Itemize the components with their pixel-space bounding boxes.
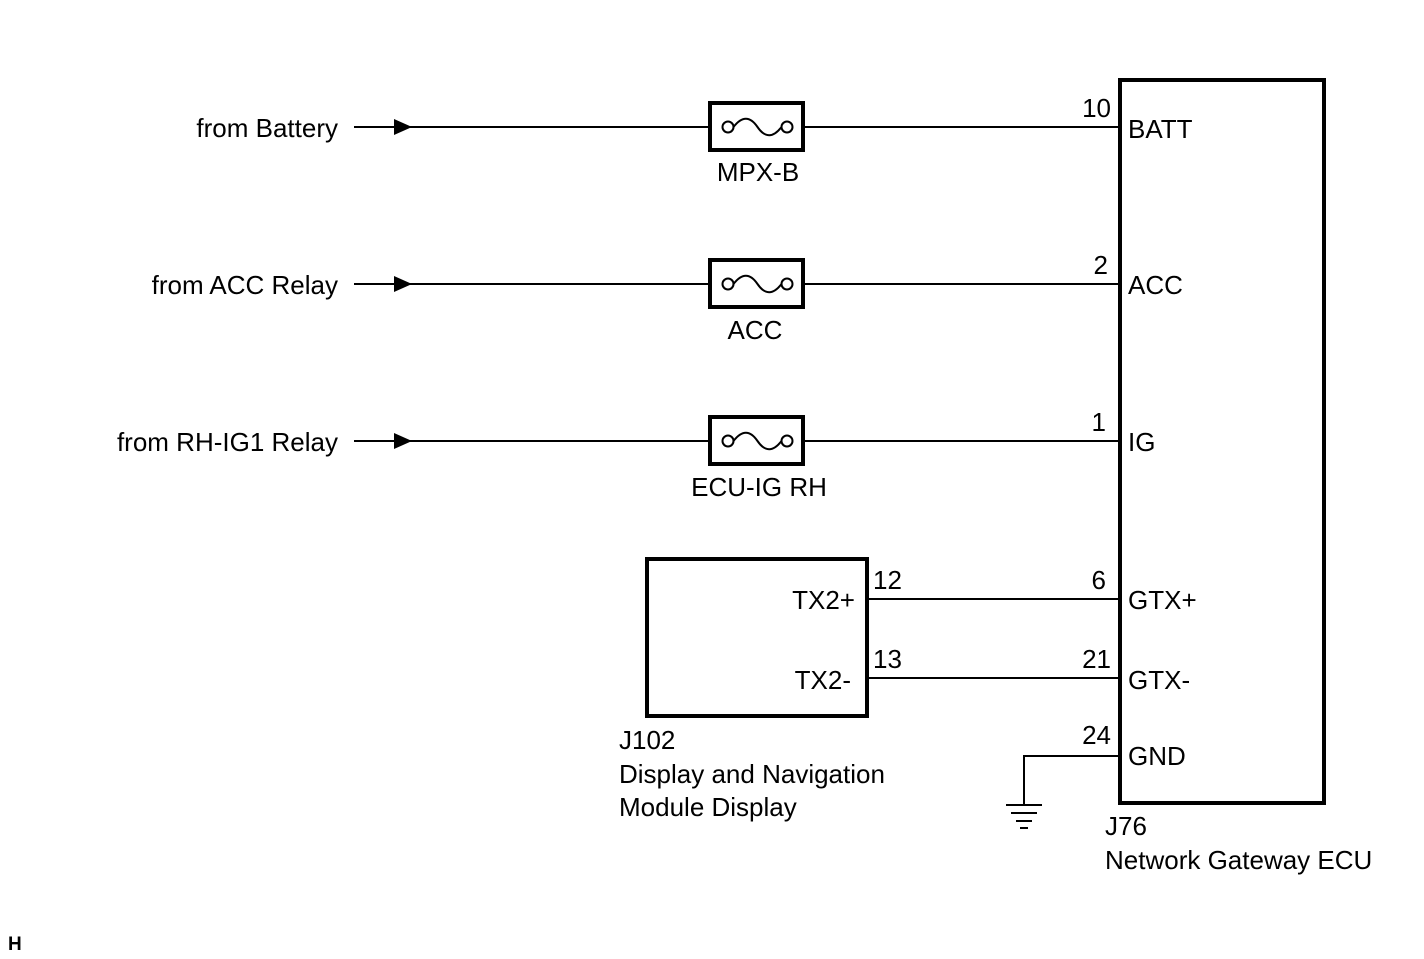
arrow-icon (394, 119, 412, 135)
fuse-terminal-right (780, 120, 794, 134)
fuse-element (732, 431, 783, 451)
ground-connection: 24 GND (1006, 720, 1186, 829)
fuse-terminal-left (721, 434, 735, 448)
fuse-terminal-right (780, 434, 794, 448)
terminal-label: IG (1128, 427, 1155, 457)
pin-number: 24 (1082, 720, 1111, 750)
arrow-icon (394, 276, 412, 292)
terminal-label: ACC (1128, 270, 1183, 300)
input-row-acc: from ACC Relay ACC 2 ACC (152, 250, 1183, 345)
fuse-terminal-left (721, 120, 735, 134)
ecu-name: Network Gateway ECU (1105, 845, 1372, 875)
input-row-battery: from Battery MPX-B 10 BATT (196, 93, 1192, 187)
pin-number: 6 (1092, 565, 1106, 595)
pin-number: 2 (1094, 250, 1108, 280)
input-label: from RH-IG1 Relay (117, 427, 338, 457)
fuse-element (732, 274, 783, 294)
terminal-label: GTX- (1128, 665, 1190, 695)
input-label: from ACC Relay (152, 270, 338, 300)
display-module: TX2+ TX2- 12 13 J102 Display and Navigat… (619, 557, 902, 822)
terminal-label: BATT (1128, 114, 1193, 144)
fuse-element (732, 117, 783, 137)
fuse-label: MPX-B (717, 157, 799, 187)
input-label: from Battery (196, 113, 338, 143)
module-code: J102 (619, 725, 675, 755)
module-terminal-label: TX2+ (792, 585, 855, 615)
pin-number: 21 (1082, 644, 1111, 674)
fuse-label: ECU-IG RH (691, 472, 827, 502)
pin-number: 1 (1092, 407, 1106, 437)
fuse-terminal-right (780, 277, 794, 291)
module-terminal-label: TX2- (795, 665, 851, 695)
module-name: Module Display (619, 792, 797, 822)
terminal-label: GTX+ (1128, 585, 1197, 615)
pin-number: 10 (1082, 93, 1111, 123)
display-module-box (645, 557, 869, 718)
module-name: Display and Navigation (619, 759, 885, 789)
ground-wire (1023, 755, 1120, 805)
corner-mark: H (8, 934, 22, 955)
pin-number: 12 (873, 565, 902, 595)
input-row-ig: from RH-IG1 Relay ECU-IG RH 1 IG (117, 407, 1156, 502)
fuse-terminal-left (721, 277, 735, 291)
pin-number: 13 (873, 644, 902, 674)
arrow-icon (394, 433, 412, 449)
terminal-label: GND (1128, 741, 1186, 771)
ecu-code: J76 (1105, 811, 1147, 841)
fuse-label: ACC (728, 315, 783, 345)
